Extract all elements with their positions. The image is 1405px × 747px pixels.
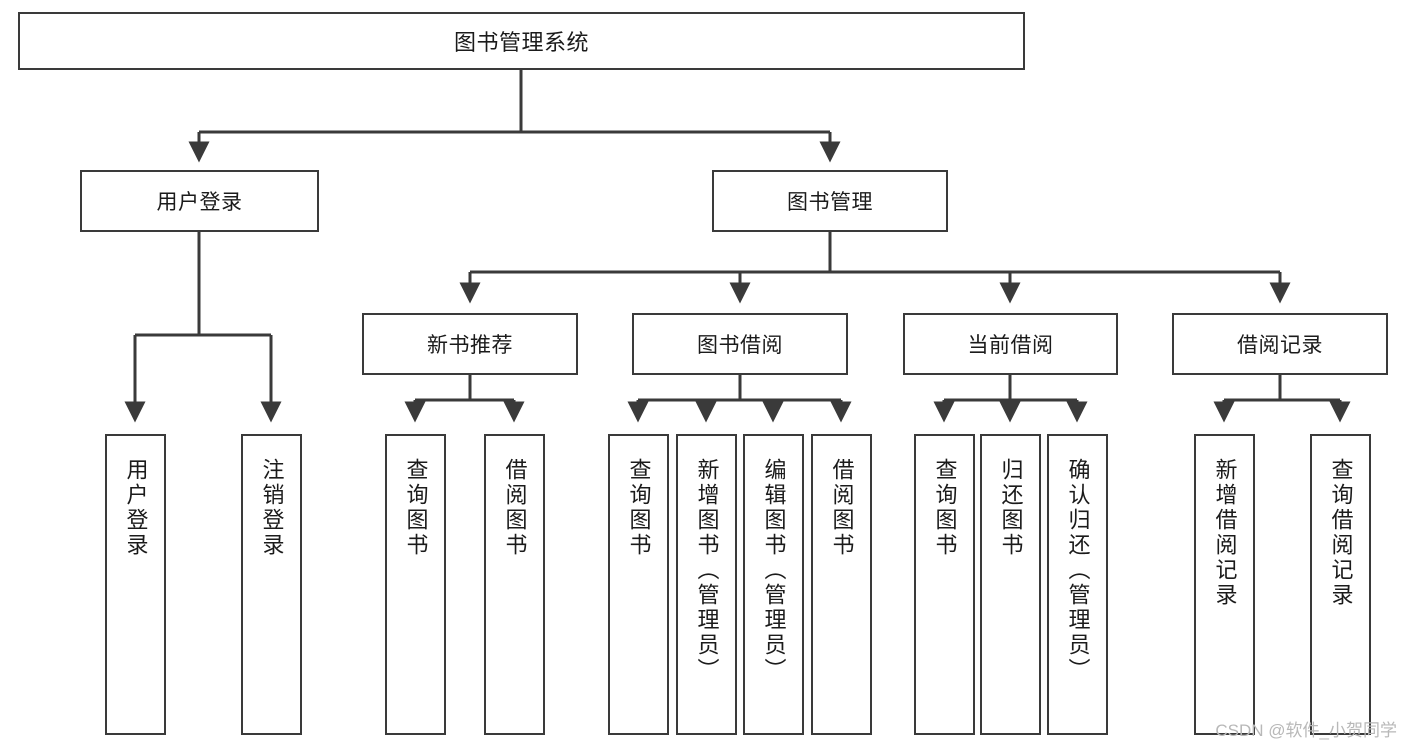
leaf-return-book-label: 归还图书 [998,458,1024,558]
node-book-borrow-label: 图书借阅 [697,334,783,357]
node-borrow-record-label: 借阅记录 [1237,334,1323,357]
leaf-query-book-3[interactable]: 查询图书 [914,434,975,735]
node-current-borrow-label: 当前借阅 [967,334,1054,357]
node-new-book-recommend-label: 新书推荐 [427,334,513,357]
leaf-confirm-return-label: 确认归还（管理员） [1065,458,1091,683]
leaf-query-book-1[interactable]: 查询图书 [385,434,446,735]
node-user-login-label: 用户登录 [156,191,243,214]
leaf-add-book-label: 新增图书（管理员） [694,458,720,683]
leaf-borrow-book-2-label: 借阅图书 [829,458,855,558]
leaf-logout-login[interactable]: 注销登录 [241,434,302,735]
leaf-query-book-1-label: 查询图书 [403,458,429,558]
leaf-confirm-return[interactable]: 确认归还（管理员） [1047,434,1108,735]
node-root[interactable]: 图书管理系统 [18,12,1025,70]
leaf-add-record-label: 新增借阅记录 [1212,458,1238,608]
leaf-query-book-3-label: 查询图书 [932,458,958,558]
leaf-query-book-2[interactable]: 查询图书 [608,434,669,735]
node-book-management[interactable]: 图书管理 [712,170,948,232]
node-book-borrow[interactable]: 图书借阅 [632,313,848,375]
leaf-query-record-label: 查询借阅记录 [1328,458,1354,608]
leaf-user-login-label: 用户登录 [123,458,149,558]
node-current-borrow[interactable]: 当前借阅 [903,313,1118,375]
node-user-login[interactable]: 用户登录 [80,170,319,232]
node-new-book-recommend[interactable]: 新书推荐 [362,313,578,375]
leaf-edit-book-label: 编辑图书（管理员） [761,458,787,683]
leaf-edit-book[interactable]: 编辑图书（管理员） [743,434,804,735]
node-borrow-record[interactable]: 借阅记录 [1172,313,1388,375]
leaf-user-login[interactable]: 用户登录 [105,434,166,735]
node-root-label: 图书管理系统 [453,30,589,55]
leaf-borrow-book-1-label: 借阅图书 [502,458,528,558]
leaf-add-record[interactable]: 新增借阅记录 [1194,434,1255,735]
leaf-add-book[interactable]: 新增图书（管理员） [676,434,737,735]
leaf-return-book[interactable]: 归还图书 [980,434,1041,735]
leaf-logout-login-label: 注销登录 [259,458,285,558]
node-book-management-label: 图书管理 [787,191,873,214]
csdn-watermark: CSDN @软件_小贺同学 [1215,721,1397,740]
leaf-query-book-2-label: 查询图书 [626,458,652,558]
leaf-query-record[interactable]: 查询借阅记录 [1310,434,1371,735]
leaf-borrow-book-1[interactable]: 借阅图书 [484,434,545,735]
leaf-borrow-book-2[interactable]: 借阅图书 [811,434,872,735]
